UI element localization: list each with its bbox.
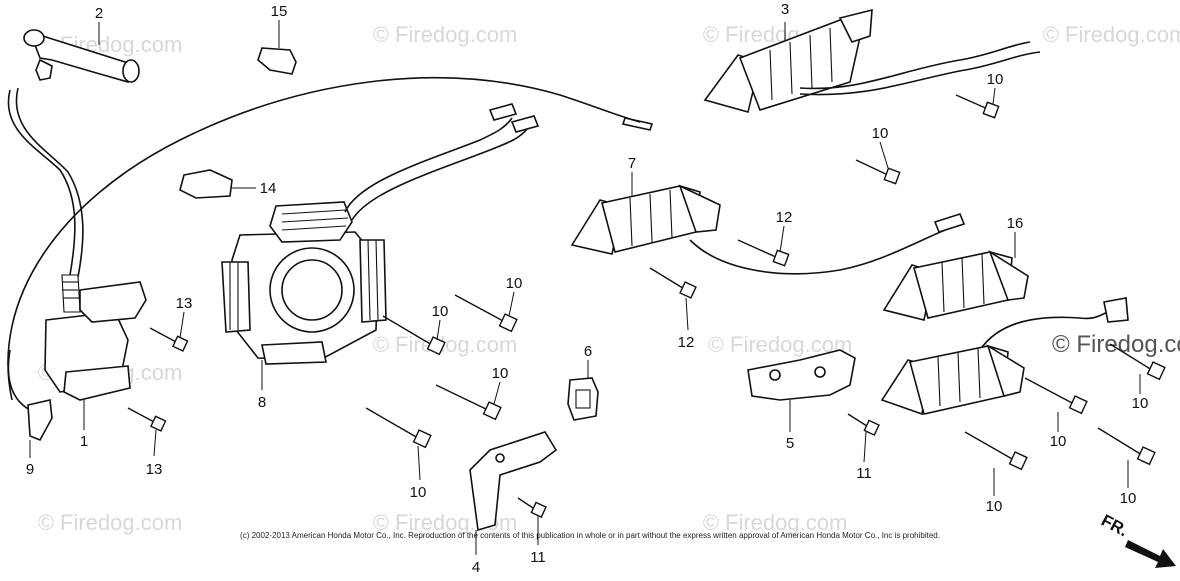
callout-number: 12 bbox=[678, 334, 695, 351]
exciter-coil-3 bbox=[703, 8, 1041, 113]
cable-clip-15 bbox=[257, 20, 297, 75]
callout-number: 1 bbox=[80, 433, 88, 450]
stator bbox=[221, 201, 387, 390]
bolt bbox=[1097, 427, 1156, 466]
callout-number: 14 bbox=[260, 180, 277, 197]
grommet-6 bbox=[567, 360, 599, 421]
bolt bbox=[964, 431, 1028, 471]
callout-number: 5 bbox=[786, 435, 794, 452]
stator-connector-b bbox=[510, 115, 540, 133]
bolt bbox=[149, 327, 189, 352]
direction-arrow-icon bbox=[1125, 540, 1176, 568]
bolt bbox=[517, 497, 547, 518]
bolt bbox=[127, 407, 167, 432]
spark-plug-cap bbox=[23, 22, 140, 83]
bolt bbox=[1024, 377, 1088, 415]
coil-lower bbox=[880, 344, 1025, 416]
ignition-coil bbox=[44, 274, 147, 430]
leader-lines bbox=[153, 87, 1141, 545]
callout-number: 15 bbox=[271, 3, 288, 20]
callout-number: 9 bbox=[26, 461, 34, 478]
callout-number: 10 bbox=[506, 275, 523, 292]
ground-terminal bbox=[7, 349, 53, 458]
bolt bbox=[855, 159, 901, 185]
bracket-4 bbox=[469, 431, 558, 555]
bracket-5 bbox=[747, 349, 856, 432]
callout-number: 8 bbox=[258, 394, 266, 411]
watermark: © Firedog.com bbox=[38, 510, 183, 535]
watermark: © Firedog.com bbox=[373, 332, 518, 357]
callout-number: 11 bbox=[856, 465, 872, 482]
watermark: © Firedog.com bbox=[1043, 22, 1180, 47]
callout-number: 10 bbox=[986, 498, 1003, 515]
callout-number: 11 bbox=[530, 549, 546, 566]
watermark: © Firedog.com bbox=[1052, 331, 1180, 358]
bolt bbox=[737, 239, 790, 267]
long-cable bbox=[7, 76, 641, 401]
callout-number: 2 bbox=[95, 5, 103, 22]
watermark: © Firedog.com bbox=[373, 22, 518, 47]
callout-number: 10 bbox=[1132, 395, 1149, 412]
callout-number: 10 bbox=[872, 125, 889, 142]
coil-7 bbox=[570, 172, 966, 275]
high-tension-lead-b bbox=[15, 87, 84, 278]
bolt bbox=[649, 267, 697, 299]
stator-wire-b bbox=[351, 127, 529, 221]
callout-number: 13 bbox=[146, 461, 163, 478]
callout-number: 10 bbox=[987, 71, 1004, 88]
bolt bbox=[382, 315, 446, 356]
bolt bbox=[955, 94, 1000, 119]
bolt bbox=[1109, 343, 1166, 381]
callout-number: 7 bbox=[628, 155, 636, 172]
callout-number: 10 bbox=[1050, 433, 1067, 450]
callout-number: 10 bbox=[410, 484, 427, 501]
high-tension-lead bbox=[7, 89, 76, 276]
copyright-notice: (c) 2002-2013 American Honda Motor Co., … bbox=[240, 531, 940, 540]
callout-number: 3 bbox=[781, 1, 789, 18]
callout-number: 12 bbox=[776, 209, 793, 226]
callout-number: 4 bbox=[472, 559, 480, 576]
callout-number: 10 bbox=[432, 303, 449, 320]
stator-wire bbox=[344, 117, 513, 213]
bolt bbox=[454, 294, 518, 333]
bolt bbox=[435, 384, 502, 421]
cable-terminal bbox=[621, 117, 654, 131]
callout-group: 2 15 3 10 10 14 7 12 16 10 13 10 12 6 10… bbox=[26, 1, 1149, 576]
coil-16 bbox=[882, 232, 1129, 351]
cable-clip-14 bbox=[179, 169, 256, 199]
callout-number: 6 bbox=[584, 343, 592, 360]
callout-number: 16 bbox=[1007, 215, 1024, 232]
callout-number: 10 bbox=[492, 365, 509, 382]
watermark: © Firedog.com bbox=[703, 510, 848, 535]
callout-number: 10 bbox=[1120, 490, 1137, 507]
callout-number: 13 bbox=[176, 295, 193, 312]
bolt bbox=[847, 413, 880, 436]
stator-connector bbox=[488, 103, 518, 121]
bolt bbox=[365, 407, 432, 449]
bolt-group bbox=[127, 94, 1166, 518]
